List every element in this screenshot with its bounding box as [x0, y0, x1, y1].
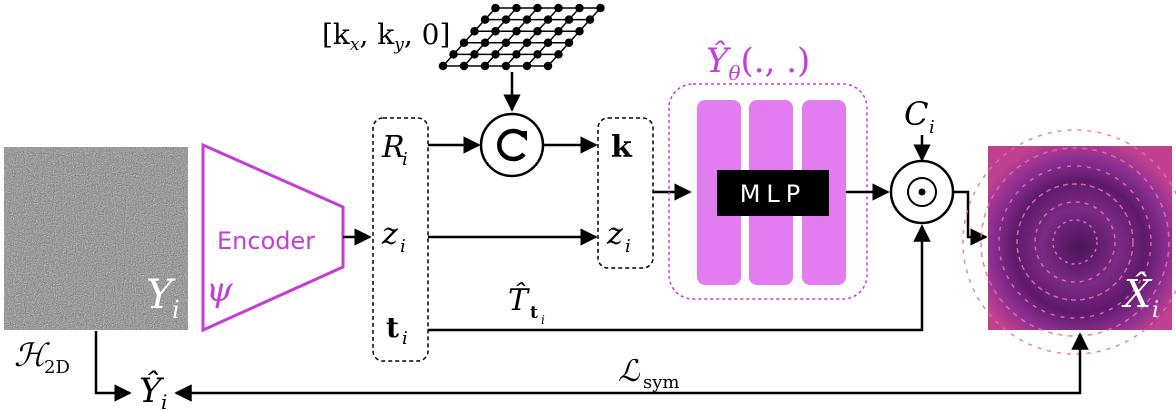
k-grid-point	[543, 38, 553, 48]
Y-hat-subscript: i	[161, 390, 167, 411]
R-label-group: R i	[381, 130, 408, 170]
k-grid-point	[554, 26, 563, 36]
k-grid-point	[449, 50, 458, 59]
L-label: ℒ	[618, 354, 641, 389]
t-subscript: i	[402, 328, 408, 349]
k-grid-point	[596, 3, 605, 13]
k-grid-point	[522, 61, 532, 71]
mlp-label-box	[717, 170, 829, 216]
L-sym-label-group: ℒ sym	[618, 354, 679, 393]
k-grid-point	[543, 61, 553, 71]
arrow-L-sym	[174, 332, 1089, 402]
network-theta: θ	[728, 61, 740, 85]
C-label-group: C i	[904, 95, 935, 138]
k-grid-point	[554, 3, 563, 13]
k-grid-point	[491, 26, 500, 36]
encoder-block: Encoder ψ	[201, 142, 345, 333]
k-grid-point	[554, 50, 563, 59]
k-grid-point	[533, 50, 542, 59]
k-grid-point	[522, 15, 532, 24]
k-grid-point	[543, 15, 553, 24]
T-hat-label: T̂	[508, 283, 530, 318]
k-grid-point	[459, 61, 469, 71]
Y-hat-label: Ŷ	[139, 370, 165, 411]
k-grid-point	[575, 3, 584, 13]
latent-box	[372, 117, 429, 362]
psi-label: ψ	[206, 270, 233, 310]
k-grid-point	[575, 26, 584, 36]
arrow-product-to-output	[953, 190, 988, 246]
input-image-Y: Y i	[4, 147, 188, 330]
z2-label-group: z i	[606, 217, 631, 257]
k-grid-point	[512, 26, 521, 36]
H-subscript: 2D	[44, 357, 70, 378]
encoder-label: Encoder	[217, 227, 315, 255]
network-title: Ŷθ(., .)	[706, 40, 810, 85]
z-label: z	[381, 217, 398, 252]
k-grid-point	[564, 38, 574, 48]
k-grid-point	[512, 3, 521, 13]
k-grid-point	[438, 61, 448, 71]
k-grid-point	[480, 61, 490, 71]
k-grid-point	[459, 38, 469, 48]
R-subscript: i	[402, 149, 408, 170]
k-grid-point	[480, 38, 490, 48]
k-grid-point	[533, 3, 542, 13]
C-label: C	[904, 95, 928, 133]
Y-subscript: i	[172, 296, 180, 324]
C-subscript: i	[929, 117, 935, 138]
X-hat-subscript: i	[1152, 298, 1159, 323]
mlp-label: MLP	[740, 180, 807, 208]
k-grid-label: [kx, ky, 0]	[322, 18, 450, 55]
z2-subscript: i	[625, 236, 631, 257]
k-grid-point	[501, 15, 511, 24]
T-hat-label-group: T̂ t i	[508, 283, 545, 327]
k-grid-point	[470, 26, 479, 36]
arrow-t-to-product	[428, 224, 931, 332]
R-label: R	[381, 130, 405, 165]
Y-hat-label-group: Ŷ i	[139, 370, 167, 411]
T-hat-subsub: i	[541, 313, 545, 327]
k-grid-point	[491, 50, 500, 59]
hadamard-product-icon	[889, 159, 955, 225]
k-grid-point	[522, 38, 532, 48]
k-grid-point	[533, 26, 542, 36]
k-grid-point	[564, 15, 574, 24]
k-grid-point	[512, 50, 521, 59]
k-grid-point	[585, 15, 595, 24]
z-subscript: i	[400, 236, 406, 257]
H-label: ℋ	[14, 336, 50, 374]
k-label: k	[611, 130, 633, 165]
T-hat-subscript: t	[530, 303, 538, 323]
Y-label: Y	[146, 272, 176, 318]
L-subscript: sym	[643, 372, 679, 393]
k-grid-text: [kx, ky, 0]	[322, 18, 450, 55]
k-grid-point	[491, 3, 500, 13]
network-V: Ŷ	[706, 40, 732, 81]
encoder-trapezoid	[201, 142, 345, 333]
arrow-H2D	[94, 331, 132, 402]
rotate-icon	[479, 112, 545, 178]
z-label-group: z i	[381, 217, 406, 257]
z2-label: z	[606, 217, 623, 252]
k-grid-point	[480, 15, 490, 24]
svg-text:Ŷθ(., .): Ŷθ(., .)	[706, 40, 810, 85]
k-grid-point	[470, 50, 479, 59]
t-label-group: t i	[386, 311, 408, 349]
k-grid-point	[501, 61, 511, 71]
network-args: (., .)	[741, 41, 811, 81]
k-grid-point	[501, 38, 511, 48]
H2D-label-group: ℋ 2D	[14, 336, 70, 378]
X-hat-label: X̂	[1121, 272, 1153, 316]
t-label: t	[386, 311, 399, 344]
k-grid-lattice	[438, 3, 605, 71]
output-image-X: X̂ i	[962, 129, 1176, 355]
